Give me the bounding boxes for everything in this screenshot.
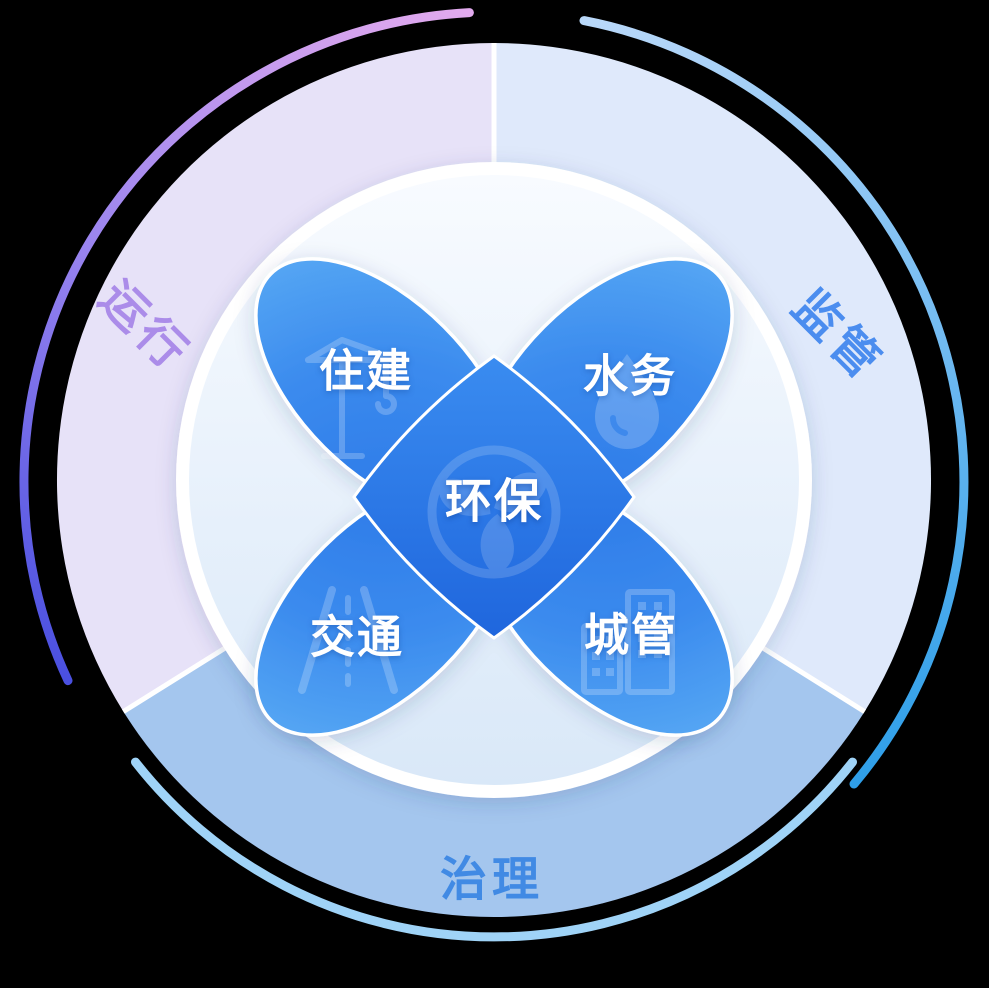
road-icon	[298, 586, 398, 694]
lightblue-bottom-arc	[131, 757, 857, 942]
blue-gradient-arc	[579, 16, 969, 789]
purple-gradient-arc	[19, 8, 474, 686]
center-overlap	[352, 354, 636, 640]
eco-circle-icon	[427, 445, 561, 579]
crane-icon	[305, 337, 401, 459]
buildings-icon	[581, 589, 675, 695]
outer-ring-arcs	[19, 8, 969, 942]
water-drop-icon	[595, 354, 659, 449]
